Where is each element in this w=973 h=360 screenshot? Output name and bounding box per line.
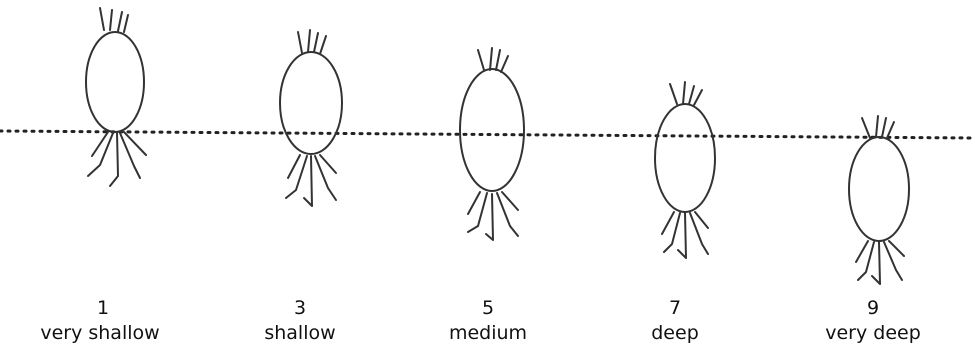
depth-label-1: very shallow	[40, 322, 160, 344]
bulb-shoots	[477, 47, 509, 73]
soil-level-dotted-line	[0, 129, 973, 140]
bulb-7-deep	[654, 81, 716, 259]
depth-number-5: 5	[481, 297, 495, 319]
bulb-roots	[285, 154, 337, 207]
bulb-shoots	[861, 115, 895, 139]
bulb-body	[85, 31, 145, 133]
depth-label-7: deep	[651, 322, 699, 344]
bulb-shoots	[297, 29, 327, 55]
depth-label-5: medium	[448, 322, 528, 344]
depth-number-1: 1	[96, 297, 110, 319]
depth-number-7: 7	[668, 297, 682, 319]
bulb-body	[654, 103, 716, 213]
bulb-9-very-deep	[848, 115, 910, 285]
bulb-body	[848, 136, 910, 242]
bulb-body	[279, 51, 343, 155]
depth-label-9: very deep	[825, 322, 921, 344]
bulb-shoots	[669, 81, 703, 106]
bulb-5-medium	[459, 47, 525, 241]
bulb-3-shallow	[279, 29, 343, 207]
bulb-roots	[467, 191, 519, 241]
bulb-shoots	[99, 7, 129, 33]
depth-number-3: 3	[293, 297, 307, 319]
depth-label-3: shallow	[264, 322, 336, 344]
bulb-roots	[661, 211, 709, 259]
bulb-roots	[855, 240, 905, 285]
bulb-1-very-shallow	[85, 7, 147, 187]
bulb-roots	[87, 131, 147, 187]
depth-number-9: 9	[866, 297, 880, 319]
bulb-body	[459, 68, 525, 192]
